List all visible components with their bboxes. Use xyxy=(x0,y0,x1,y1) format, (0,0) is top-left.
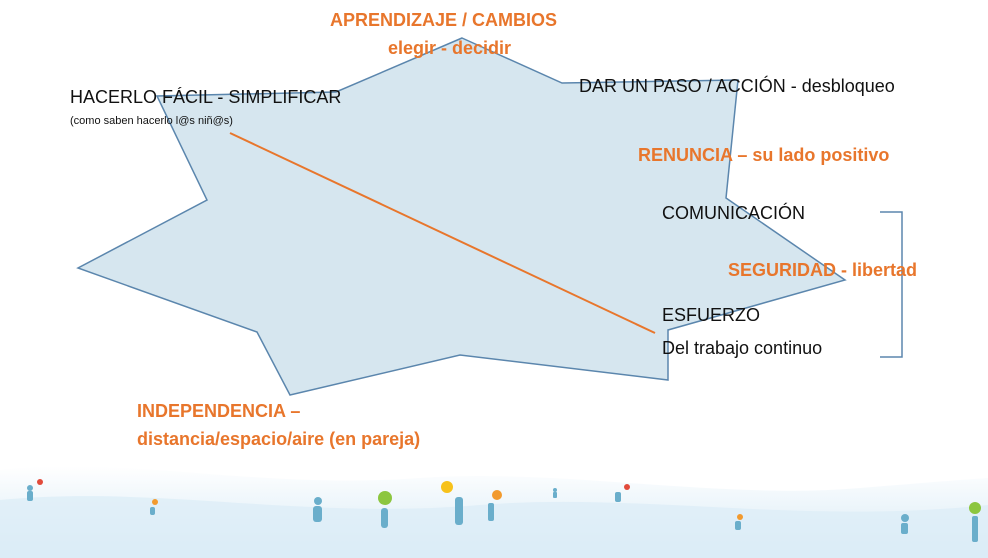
label-como-saben: (como saben hacerlo l@s niñ@s) xyxy=(70,115,233,127)
right-bracket xyxy=(880,211,903,358)
label-aprendizaje: APRENDIZAJE / CAMBIOS xyxy=(330,10,558,30)
person-icon xyxy=(27,479,981,542)
label-distancia: distancia/espacio/aire (en pareja) xyxy=(137,429,421,449)
label-elegir: elegir - decidir xyxy=(388,38,512,58)
label-renuncia: RENUNCIA – su lado positivo xyxy=(638,145,890,165)
label-comunicacion: COMUNICACIÓN xyxy=(662,203,805,223)
label-hacerlo-facil: HACERLO FÁCIL - SIMPLIFICAR xyxy=(70,87,342,107)
star-shape xyxy=(76,37,847,396)
label-dar-paso: DAR UN PASO / ACCIÓN - desbloqueo xyxy=(579,76,895,96)
connector-line xyxy=(229,132,656,334)
label-seguridad: SEGURIDAD - libertad xyxy=(728,260,918,280)
label-esfuerzo: ESFUERZO xyxy=(662,305,761,325)
label-independencia: INDEPENDENCIA – xyxy=(137,401,301,421)
footer-wave xyxy=(0,496,988,558)
label-trabajo: Del trabajo continuo xyxy=(662,338,823,358)
